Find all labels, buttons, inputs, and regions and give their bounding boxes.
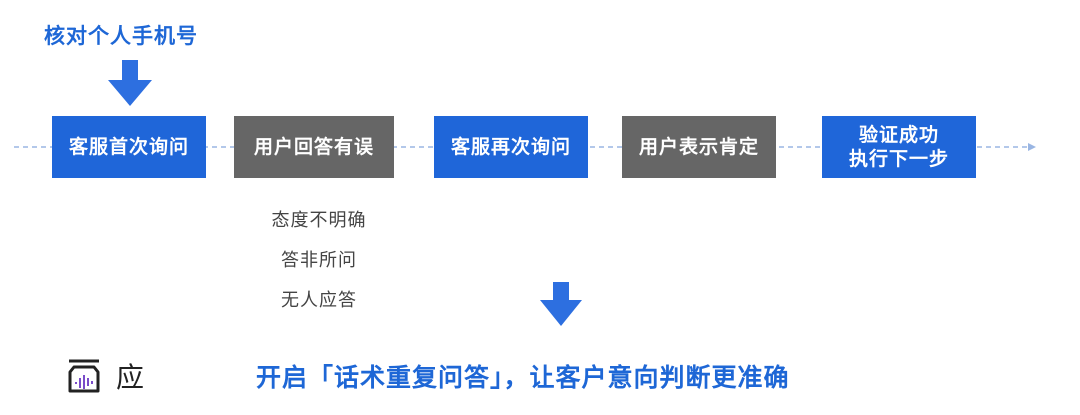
down-arrow-icon — [540, 282, 582, 326]
conclusion-text: 开启「话术重复问答」，让客户意向判断更准确 — [256, 363, 790, 392]
logo-text: 应 — [116, 361, 147, 394]
error-reasons-list: 态度不明确 答非所问 无人应答 — [256, 206, 382, 326]
logo-mark-icon — [68, 359, 100, 393]
step-label: 用户回答有误 — [253, 136, 374, 158]
step-box-wrong-answer: 用户回答有误 — [234, 116, 394, 178]
diagram-title: 核对个人手机号 — [44, 24, 198, 48]
step-box-verified: 验证成功 执行下一步 — [822, 116, 976, 178]
step-label: 客服首次询问 — [68, 136, 189, 158]
brand-logo: 应 — [66, 356, 146, 396]
step-label: 用户表示肯定 — [638, 136, 759, 158]
error-reason-item: 态度不明确 — [271, 210, 367, 231]
step-box-second-inquiry: 客服再次询问 — [434, 116, 588, 178]
step-box-user-confirms: 用户表示肯定 — [622, 116, 776, 178]
step-label-line-1: 验证成功 — [858, 124, 939, 146]
step-box-first-inquiry: 客服首次询问 — [52, 116, 206, 178]
step-label-line-2: 执行下一步 — [848, 148, 949, 170]
down-arrow-icon — [108, 60, 152, 106]
step-label: 客服再次询问 — [450, 136, 571, 158]
error-reason-item: 无人应答 — [281, 290, 357, 311]
error-reason-item: 答非所问 — [281, 250, 357, 271]
